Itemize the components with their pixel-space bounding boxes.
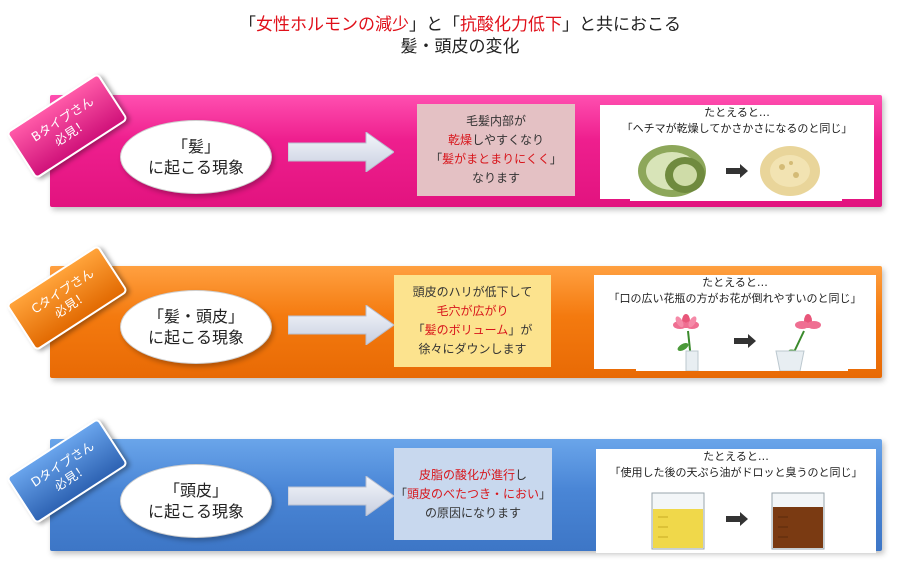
right-arrow-icon <box>288 305 394 345</box>
phenomenon-oval-hair-scalp: 「髪・頭皮」 に起こる現象 <box>120 290 272 364</box>
page-title: 「女性ホルモンの減少」と「抗酸化力低下」と共におこる 髪・頭皮の変化 <box>0 14 920 58</box>
title-line-1: 「女性ホルモンの減少」と「抗酸化力低下」と共におこる <box>239 15 681 35</box>
oil-beaker-photo <box>632 487 844 551</box>
title-line-2: 髪・頭皮の変化 <box>400 37 520 57</box>
right-arrow-icon <box>288 132 394 172</box>
description-box-c: 頭皮のハリが低下して 毛穴が広がり 「髪のボリューム」が 徐々にダウンします <box>394 275 551 367</box>
example-caption: たとえると… 「口の広い花瓶の方がお花が倒れやすいのと同じ」 <box>608 276 862 305</box>
phenomenon-oval-hair: 「髪」 に起こる現象 <box>120 120 272 194</box>
description-box-b: 毛髪内部が 乾燥しやすくなり 「髪がまとまりにくく」 なります <box>417 104 575 196</box>
loofah-photo <box>630 141 842 201</box>
example-card-c: たとえると… 「口の広い花瓶の方がお花が倒れやすいのと同じ」 <box>594 275 876 371</box>
example-card-b: たとえると… 「ヘチマが乾燥してかさかさになるのと同じ」 <box>600 105 874 201</box>
description-box-d: 皮脂の酸化が進行し 「頭皮のべたつき・におい」 の原因になります <box>394 448 552 540</box>
example-card-d: たとえると… 「使用した後の天ぷら油がドロッと臭うのと同じ」 <box>596 449 876 553</box>
right-arrow-icon <box>288 476 394 516</box>
phenomenon-oval-scalp: 「頭皮」 に起こる現象 <box>120 464 272 538</box>
example-caption: たとえると… 「使用した後の天ぷら油がドロッと臭うのと同じ」 <box>609 450 863 479</box>
example-caption: たとえると… 「ヘチマが乾燥してかさかさになるのと同じ」 <box>621 106 853 135</box>
vase-photo <box>636 311 848 371</box>
